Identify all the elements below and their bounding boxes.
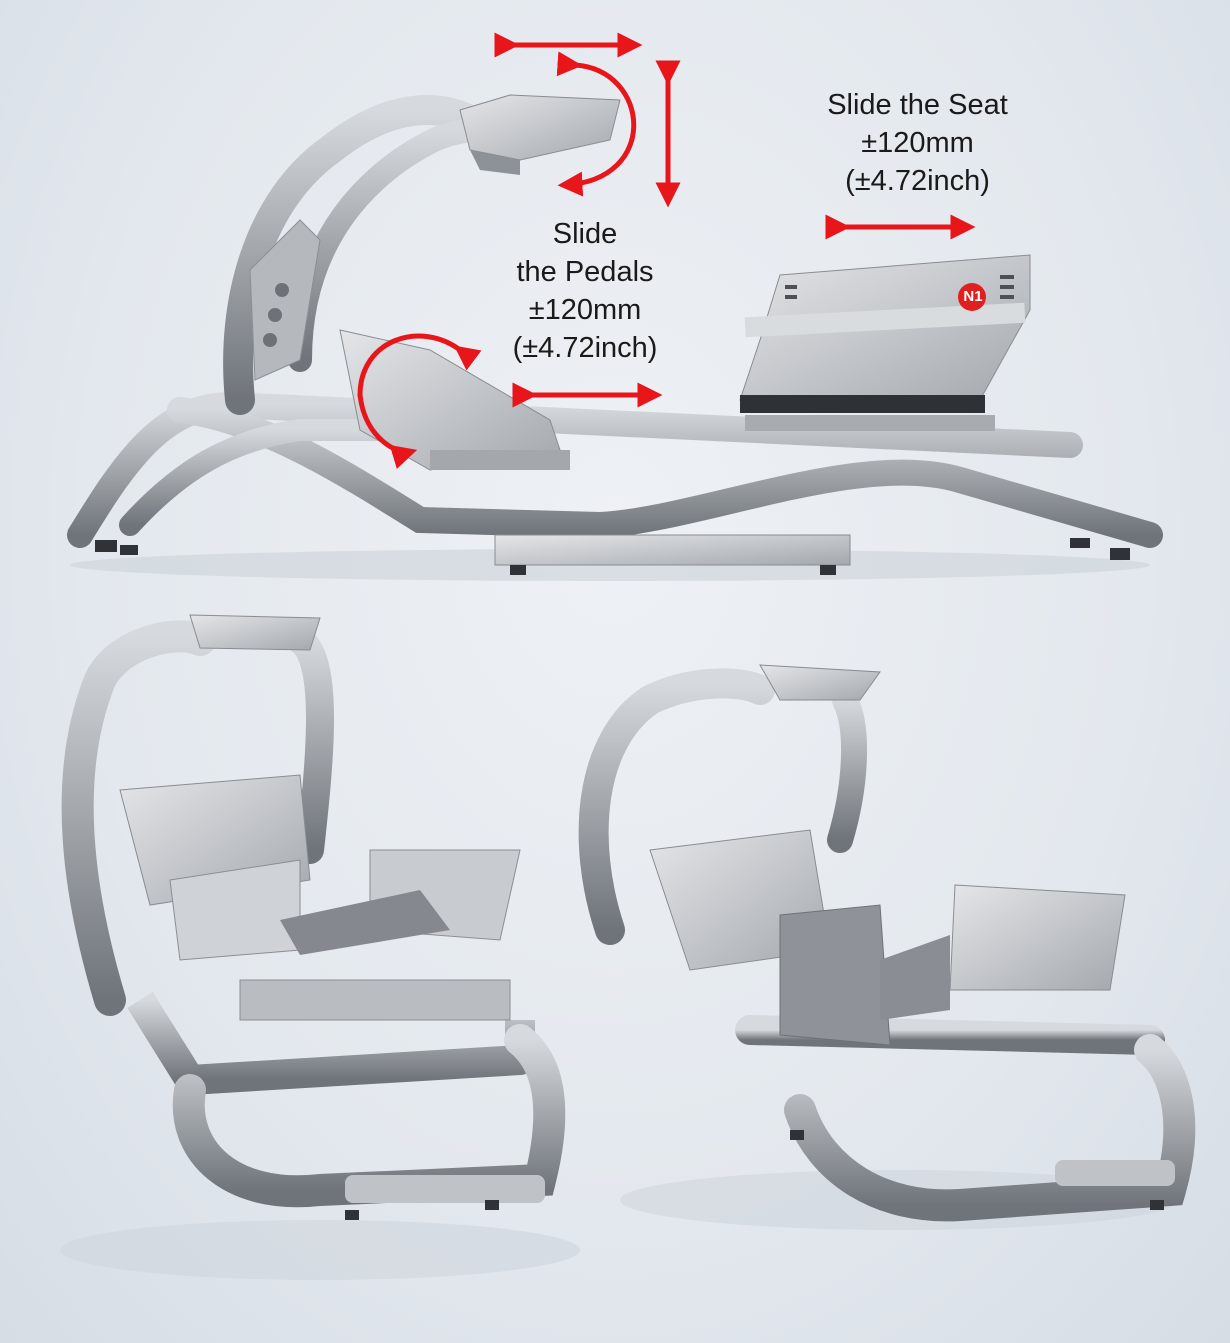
pedal-label-line4: (±4.72inch) — [512, 332, 658, 364]
seat-slide-label: Slide the Seat ±120mm (±4.72inch) — [790, 86, 1045, 200]
pedal-label-line2: the Pedals — [516, 256, 654, 288]
wheel-tilt-arrow — [556, 51, 637, 197]
seat-label-line3: (±4.72inch) — [845, 165, 990, 197]
pedal-tilt-arrow — [357, 333, 482, 469]
n1-logo — [958, 283, 986, 311]
adjustment-arrows — [357, 32, 976, 469]
cockpit-perspective-flat-mount — [578, 664, 1196, 1230]
seat-label-line1: Slide the Seat — [827, 89, 1008, 121]
pedal-slide-label: Slide the Pedals ±120mm (±4.72inch) — [470, 215, 700, 367]
cockpit-perspective-seat-brackets — [60, 614, 580, 1280]
pedal-label-line3: ±120mm — [528, 294, 642, 326]
cockpit-side-view — [67, 94, 1163, 581]
seat-label-line2: ±120mm — [861, 127, 974, 159]
pedal-label-line1: Slide — [552, 218, 618, 250]
n1-logo-text: N1 — [963, 288, 983, 305]
